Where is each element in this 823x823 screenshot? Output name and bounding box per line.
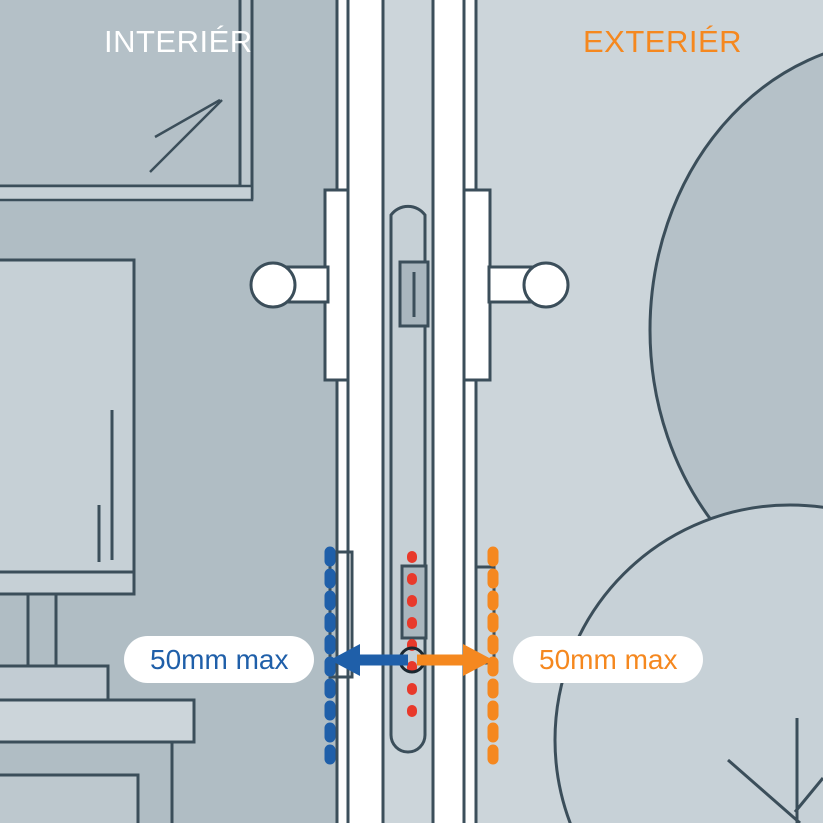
window-frame [0,0,254,200]
desk [0,570,196,823]
handle-exterior [487,261,570,309]
callout-left-50mm-max: 50mm max [124,636,315,683]
tree-branch-right [793,777,823,813]
handle-interior [249,261,330,309]
desk-drawer [0,773,140,823]
tree-canopy-upper [648,52,823,608]
callout-right-50mm-max: 50mm max [513,636,704,683]
arrow-left-blue [330,644,408,676]
tree-branch-left [727,758,801,823]
desk-lower-shelf [0,664,110,704]
door-leaf-interior [346,0,385,823]
door-assembly [249,0,570,823]
tree-branches [727,718,823,823]
handle-interior-knob [249,261,297,309]
desk-top [0,698,196,744]
measurement-overlay [324,546,499,768]
cabinet [0,258,136,574]
window-sill [0,184,254,202]
door-leaf-exterior [431,0,466,823]
door-jamb-exterior-outer [462,0,478,823]
handle-exterior-knob [522,261,570,309]
escutcheon-exterior [462,188,492,382]
arrow-right-orange [417,644,493,676]
glass-reflection-line-2 [149,99,223,173]
door-jamb-interior-outer [335,0,350,823]
desk-upper-shelf [0,570,136,596]
interior-scene [0,0,254,823]
lock-cylinder [398,260,430,328]
glass-reflection-line-1 [154,98,221,139]
